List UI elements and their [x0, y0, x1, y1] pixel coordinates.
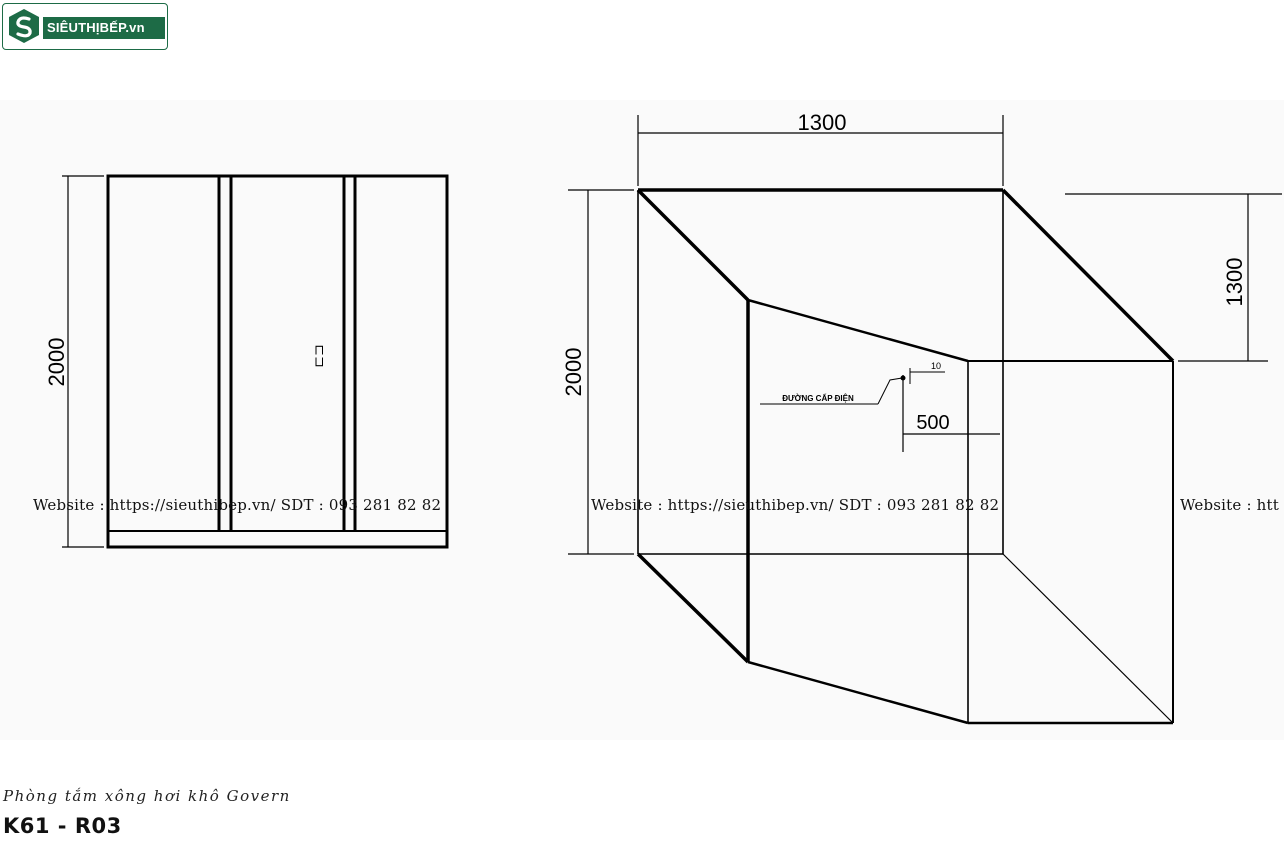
- box-top-left-edge: [636, 188, 750, 302]
- door-handle-icon: ⊏⊐: [310, 344, 326, 367]
- brand-logo[interactable]: SIÊUTHỊBẾP.vn: [2, 3, 168, 50]
- cable-entry-point: [900, 375, 906, 381]
- front-height-dim-label: 2000: [44, 338, 69, 387]
- box-bottom-back-diagonal: [1002, 553, 1174, 724]
- box-top-front-edge: [747, 298, 969, 363]
- box-width-dim-label: 1300: [798, 110, 847, 135]
- cable-leader-line: [877, 377, 903, 405]
- box-top-right-edge: [1001, 188, 1175, 363]
- product-model-code: K61 - R03: [3, 814, 122, 838]
- cable-label: ĐƯỜNG CẤP ĐIỆN: [782, 393, 854, 403]
- front-view-frame: [106, 174, 449, 549]
- front-view: [62, 174, 449, 549]
- box-bottom-left-edge: [636, 552, 750, 664]
- cable-size-dim-label: 10: [931, 361, 941, 371]
- product-subtitle: Phòng tắm xông hơi khô Govern: [3, 787, 291, 805]
- shower-box-view: [568, 115, 1282, 725]
- box-depth-dim-label: 1300: [1222, 258, 1247, 307]
- box-height-dim-label: 2000: [561, 348, 586, 397]
- drawing-background: [0, 100, 1284, 740]
- watermark-text-1: Website : https://sieuthibep.vn/ SDT : 0…: [33, 496, 442, 514]
- cable-offset-dim-label: 500: [916, 412, 949, 434]
- box-bottom-front-edge: [747, 660, 969, 725]
- logo-mark-icon: [9, 9, 39, 43]
- logo-brand-text: SIÊUTHỊBẾP.vn: [43, 17, 165, 39]
- watermark-text-2: Website : https://sieuthibep.vn/ SDT : 0…: [591, 496, 1000, 514]
- watermark-text-3: Website : htt: [1180, 496, 1279, 514]
